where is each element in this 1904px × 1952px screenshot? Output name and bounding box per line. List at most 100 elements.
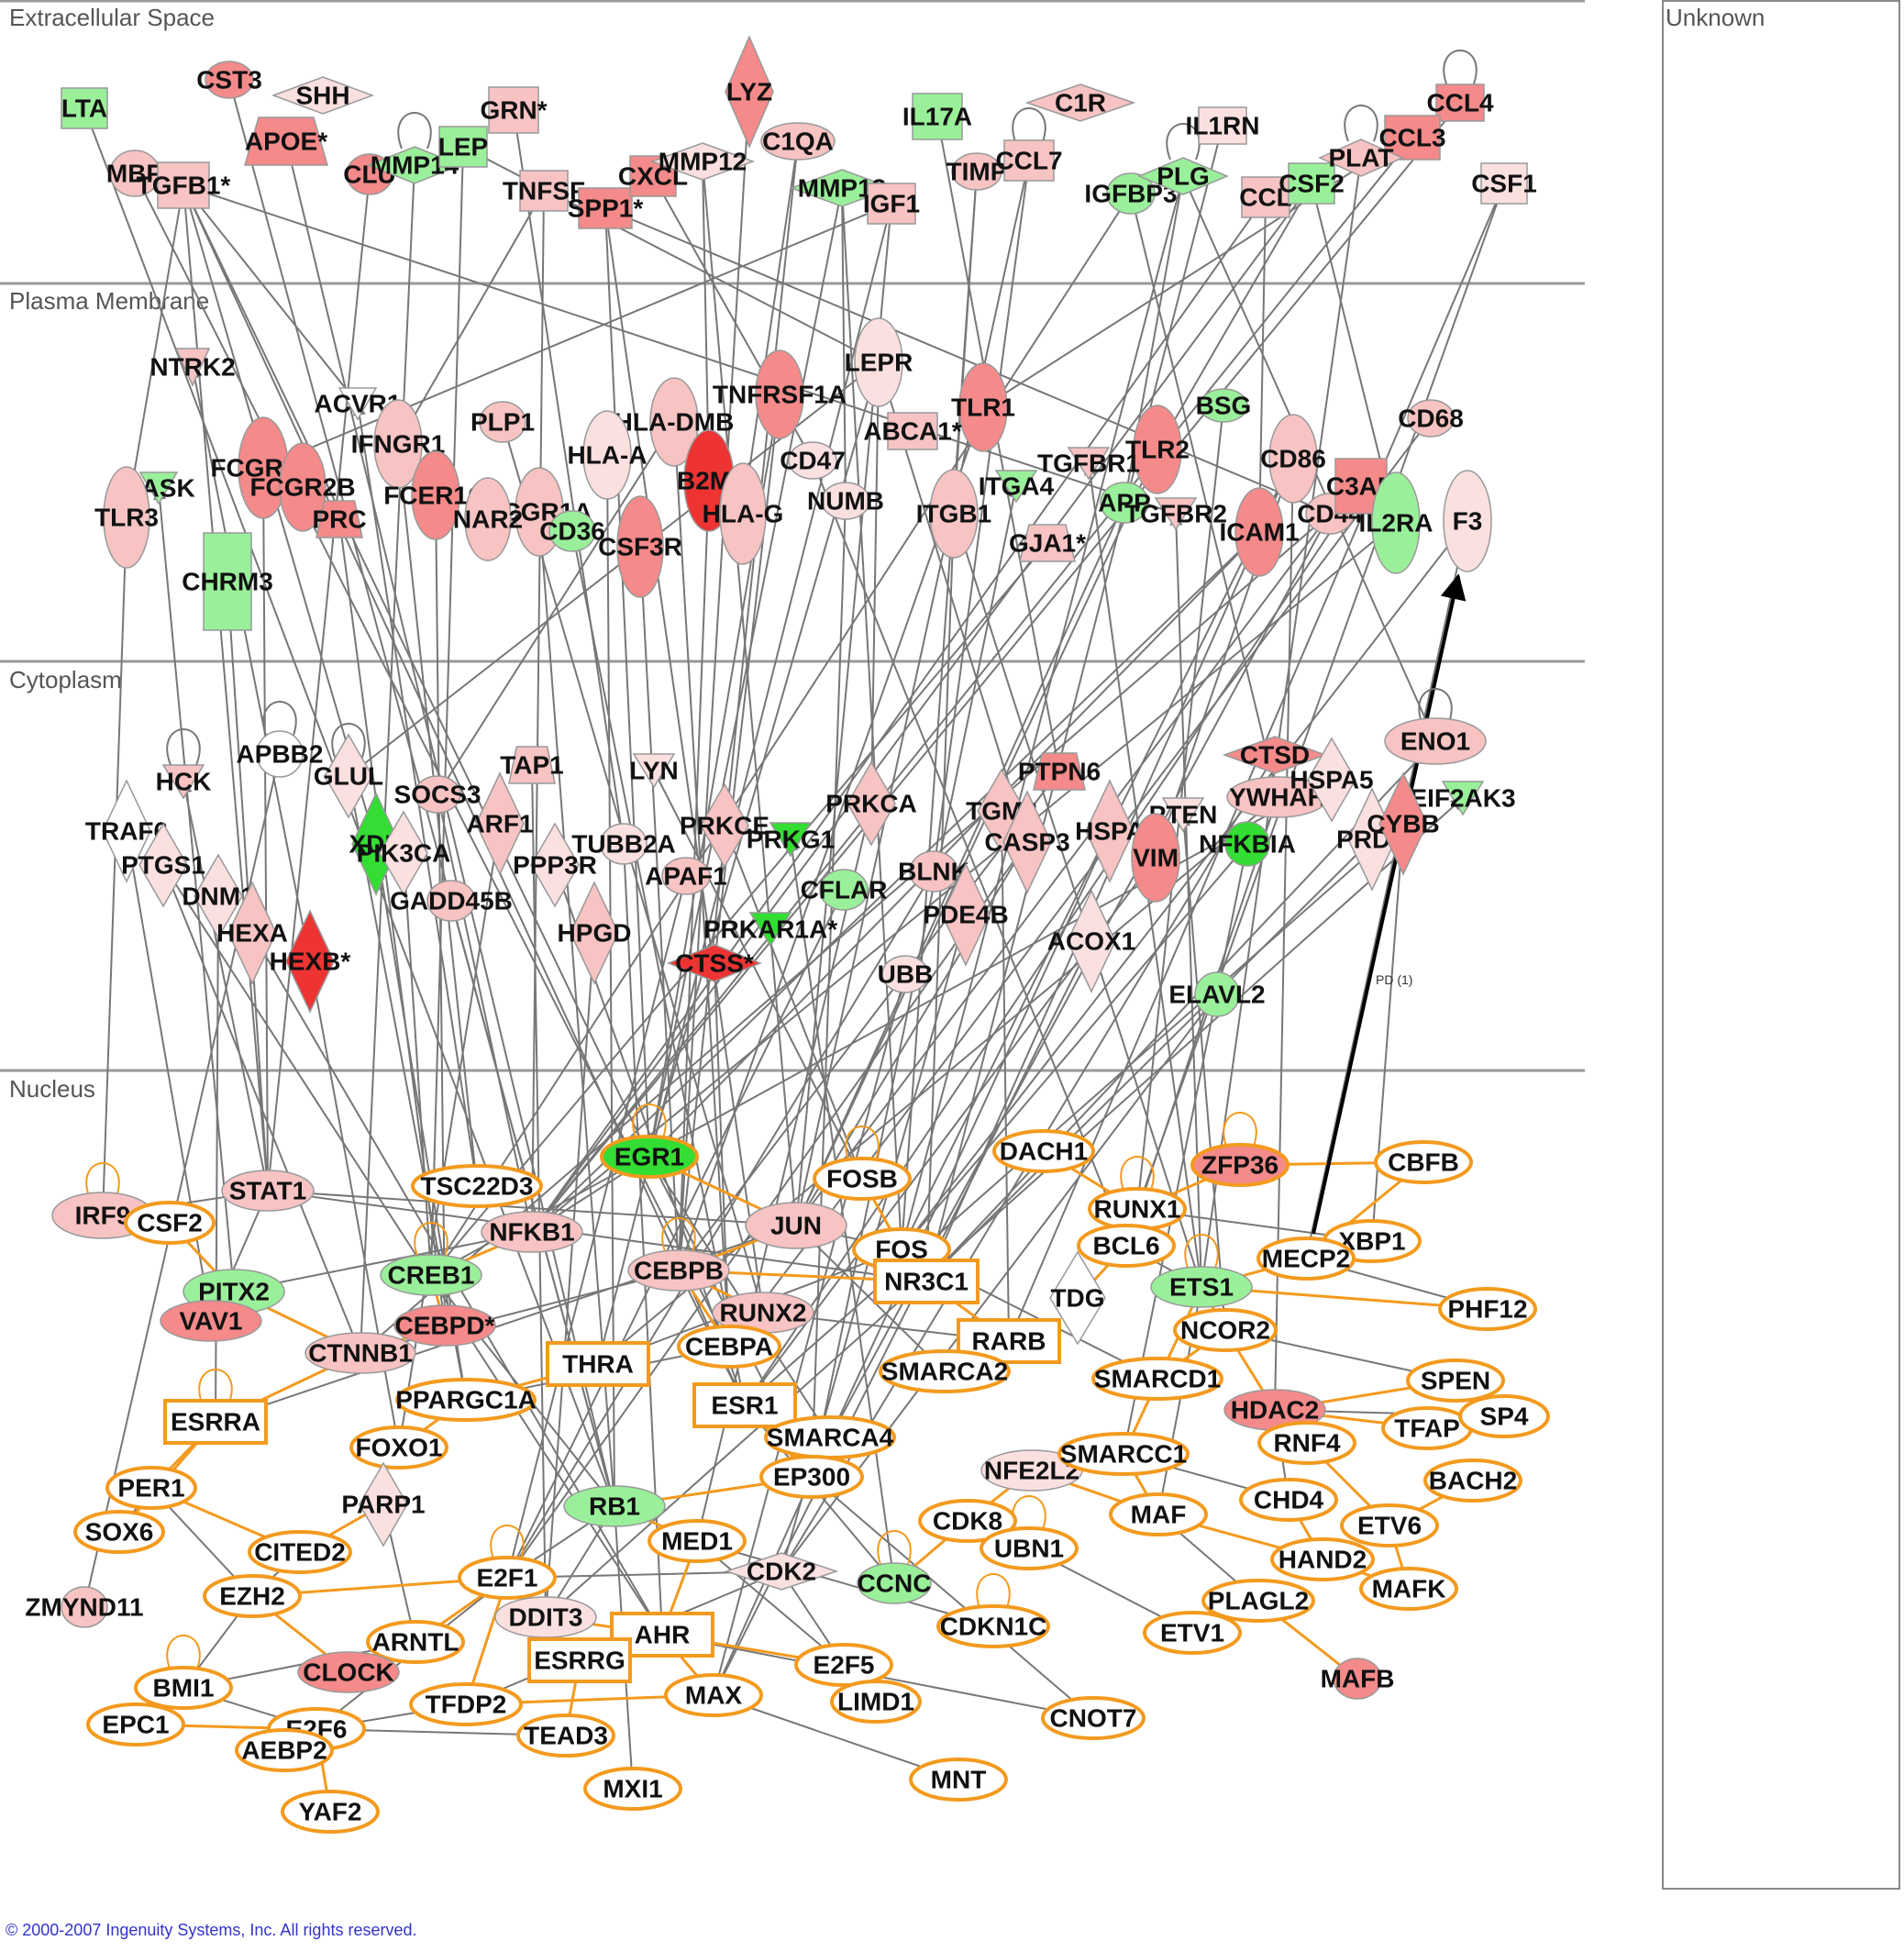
node-aebp2[interactable]: AEBP2 <box>235 1728 334 1772</box>
node-esrrg[interactable]: ESRRG <box>527 1637 632 1683</box>
node-cd86[interactable]: CD86 <box>1260 414 1326 504</box>
node-apbb2[interactable]: APBB2 <box>237 730 324 778</box>
node-mafk[interactable]: MAFK <box>1359 1567 1458 1611</box>
node-tnfrsf1a[interactable]: TNFRSF1A <box>713 349 847 439</box>
node-smarca2[interactable]: SMARCA2 <box>879 1349 1011 1393</box>
node-nar2[interactable]: NAR2 <box>453 477 523 561</box>
node-cd68[interactable]: CD68 <box>1398 399 1464 438</box>
node-ezh2[interactable]: EZH2 <box>203 1574 302 1618</box>
node-creb1[interactable]: CREB1 <box>380 1254 482 1296</box>
node-maf[interactable]: MAF <box>1109 1492 1208 1536</box>
node-dnm1[interactable]: DNM1 <box>182 853 255 939</box>
node-med1[interactable]: MED1 <box>648 1519 747 1563</box>
node-hand2[interactable]: HAND2 <box>1270 1537 1375 1581</box>
node-gadd45b[interactable]: GADD45B <box>390 880 513 922</box>
node-c1qa[interactable]: C1QA <box>760 122 836 161</box>
node-pde4b[interactable]: PDE4B <box>923 862 1009 967</box>
node-plg[interactable]: PLG <box>1137 157 1229 195</box>
node-zfp36[interactable]: ZFP36 <box>1190 1143 1290 1187</box>
node-dach1[interactable]: DACH1 <box>992 1129 1095 1173</box>
node-chd4[interactable]: CHD4 <box>1239 1478 1338 1522</box>
node-cflar[interactable]: CFLAR <box>801 869 888 911</box>
node-yaf2[interactable]: YAF2 <box>281 1790 380 1834</box>
node-elavl2[interactable]: ELAVL2 <box>1168 971 1266 1017</box>
node-clock[interactable]: CLOCK <box>297 1651 400 1693</box>
node-max[interactable]: MAX <box>664 1673 763 1717</box>
node-esr1[interactable]: ESR1 <box>692 1382 797 1428</box>
node-lta[interactable]: LTA <box>61 87 108 129</box>
node-foxo1[interactable]: FOXO1 <box>349 1425 448 1470</box>
node-ccnc[interactable]: CCNC <box>857 1562 932 1604</box>
node-hpgd[interactable]: HPGD <box>558 881 632 985</box>
node-grn[interactable]: GRN* <box>480 86 548 134</box>
node-cebpa[interactable]: CEBPA <box>677 1325 781 1369</box>
node-plat[interactable]: PLAT <box>1318 139 1404 177</box>
node-vav1[interactable]: VAV1 <box>160 1300 262 1342</box>
node-spp1[interactable]: SPP1* <box>568 187 644 229</box>
node-itga4[interactable]: ITGA4 <box>979 470 1055 504</box>
node-smarca4[interactable]: SMARCA4 <box>764 1415 896 1459</box>
node-ppargc1a[interactable]: PPARGC1A <box>395 1378 537 1422</box>
node-etv1[interactable]: ETV1 <box>1143 1611 1242 1655</box>
node-bmi1[interactable]: BMI1 <box>134 1666 233 1710</box>
node-cd36[interactable]: CD36 <box>539 510 605 552</box>
node-tdg[interactable]: TDG <box>1049 1250 1106 1346</box>
node-prkar1a[interactable]: PRKAR1A* <box>703 912 837 948</box>
node-e2f1[interactable]: E2F1 <box>458 1556 557 1600</box>
node-mnt[interactable]: MNT <box>909 1758 1008 1802</box>
node-lepr[interactable]: LEPR <box>845 317 913 407</box>
node-pik3ca[interactable]: PIK3CA <box>357 810 451 896</box>
node-casp3[interactable]: CASP3 <box>984 790 1070 894</box>
node-glul[interactable]: GLUL <box>314 733 383 819</box>
node-abca1[interactable]: ABCA1* <box>863 412 962 450</box>
node-cebpb[interactable]: CEBPB <box>627 1249 730 1292</box>
node-apoe[interactable]: APOE* <box>244 116 328 166</box>
node-ctnnb1[interactable]: CTNNB1 <box>304 1332 416 1374</box>
node-plp1[interactable]: PLP1 <box>470 401 535 443</box>
node-vim[interactable]: VIM <box>1131 813 1180 903</box>
node-socs3[interactable]: SOCS3 <box>394 775 482 814</box>
node-tgfbr1[interactable]: TGFBR1 <box>1037 447 1140 481</box>
node-hlaa[interactable]: HLA-A <box>567 410 648 500</box>
node-hexa[interactable]: HEXA <box>216 881 288 985</box>
node-hladmb[interactable]: HLA-DMB <box>614 377 735 467</box>
node-igf1[interactable]: IGF1 <box>863 183 920 225</box>
node-csf2n[interactable]: CSF2 <box>124 1201 216 1245</box>
node-hexb[interactable]: HEXB* <box>270 909 351 1014</box>
node-csf2a[interactable]: CSF2 <box>1279 162 1345 205</box>
node-il2ra[interactable]: IL2RA <box>1359 471 1434 574</box>
node-rnf4[interactable]: RNF4 <box>1257 1421 1356 1465</box>
node-cst3[interactable]: CST3 <box>196 61 262 99</box>
node-prkca[interactable]: PRKCA <box>825 760 917 847</box>
node-runx1[interactable]: RUNX1 <box>1088 1187 1187 1231</box>
node-thra[interactable]: THRA <box>546 1341 650 1387</box>
node-nfkbia[interactable]: NFKBIA <box>1199 821 1296 867</box>
node-apaf1[interactable]: APAF1 <box>645 857 727 895</box>
node-cdkn1c[interactable]: CDKN1C <box>936 1604 1050 1648</box>
node-esrra[interactable]: ESRRA <box>163 1399 268 1445</box>
node-ptpn6[interactable]: PTPN6 <box>1018 752 1101 791</box>
node-tlr3[interactable]: TLR3 <box>94 466 159 569</box>
node-cybb[interactable]: CYBB <box>1367 771 1440 876</box>
node-smarcc1[interactable]: SMARCC1 <box>1057 1432 1190 1476</box>
node-spen[interactable]: SPEN <box>1406 1359 1505 1403</box>
node-cbfb[interactable]: CBFB <box>1374 1140 1473 1184</box>
node-tead3[interactable]: TEAD3 <box>516 1714 615 1758</box>
node-cnot7[interactable]: CNOT7 <box>1041 1696 1146 1740</box>
node-rb1[interactable]: RB1 <box>563 1485 666 1527</box>
node-ubn1[interactable]: UBN1 <box>980 1526 1079 1570</box>
node-phf12[interactable]: PHF12 <box>1438 1287 1537 1331</box>
node-ccl3[interactable]: CCL3 <box>1378 115 1446 161</box>
node-eif2ak3[interactable]: EIF2AK3 <box>1410 781 1516 816</box>
node-mxi1[interactable]: MXI1 <box>583 1767 682 1811</box>
node-timp[interactable]: TIMP <box>946 152 1008 191</box>
node-mecp2[interactable]: MECP2 <box>1256 1237 1356 1281</box>
node-stat1[interactable]: STAT1 <box>221 1170 315 1212</box>
node-lep[interactable]: LEP <box>438 126 488 168</box>
node-nfkb1[interactable]: NFKB1 <box>481 1211 583 1253</box>
node-ccl4[interactable]: CCL4 <box>1426 83 1494 122</box>
node-runx2[interactable]: RUNX2 <box>712 1292 814 1334</box>
node-jun[interactable]: JUN <box>745 1202 847 1249</box>
node-etv6[interactable]: ETV6 <box>1340 1503 1439 1547</box>
node-tfap[interactable]: TFAP <box>1381 1406 1473 1450</box>
